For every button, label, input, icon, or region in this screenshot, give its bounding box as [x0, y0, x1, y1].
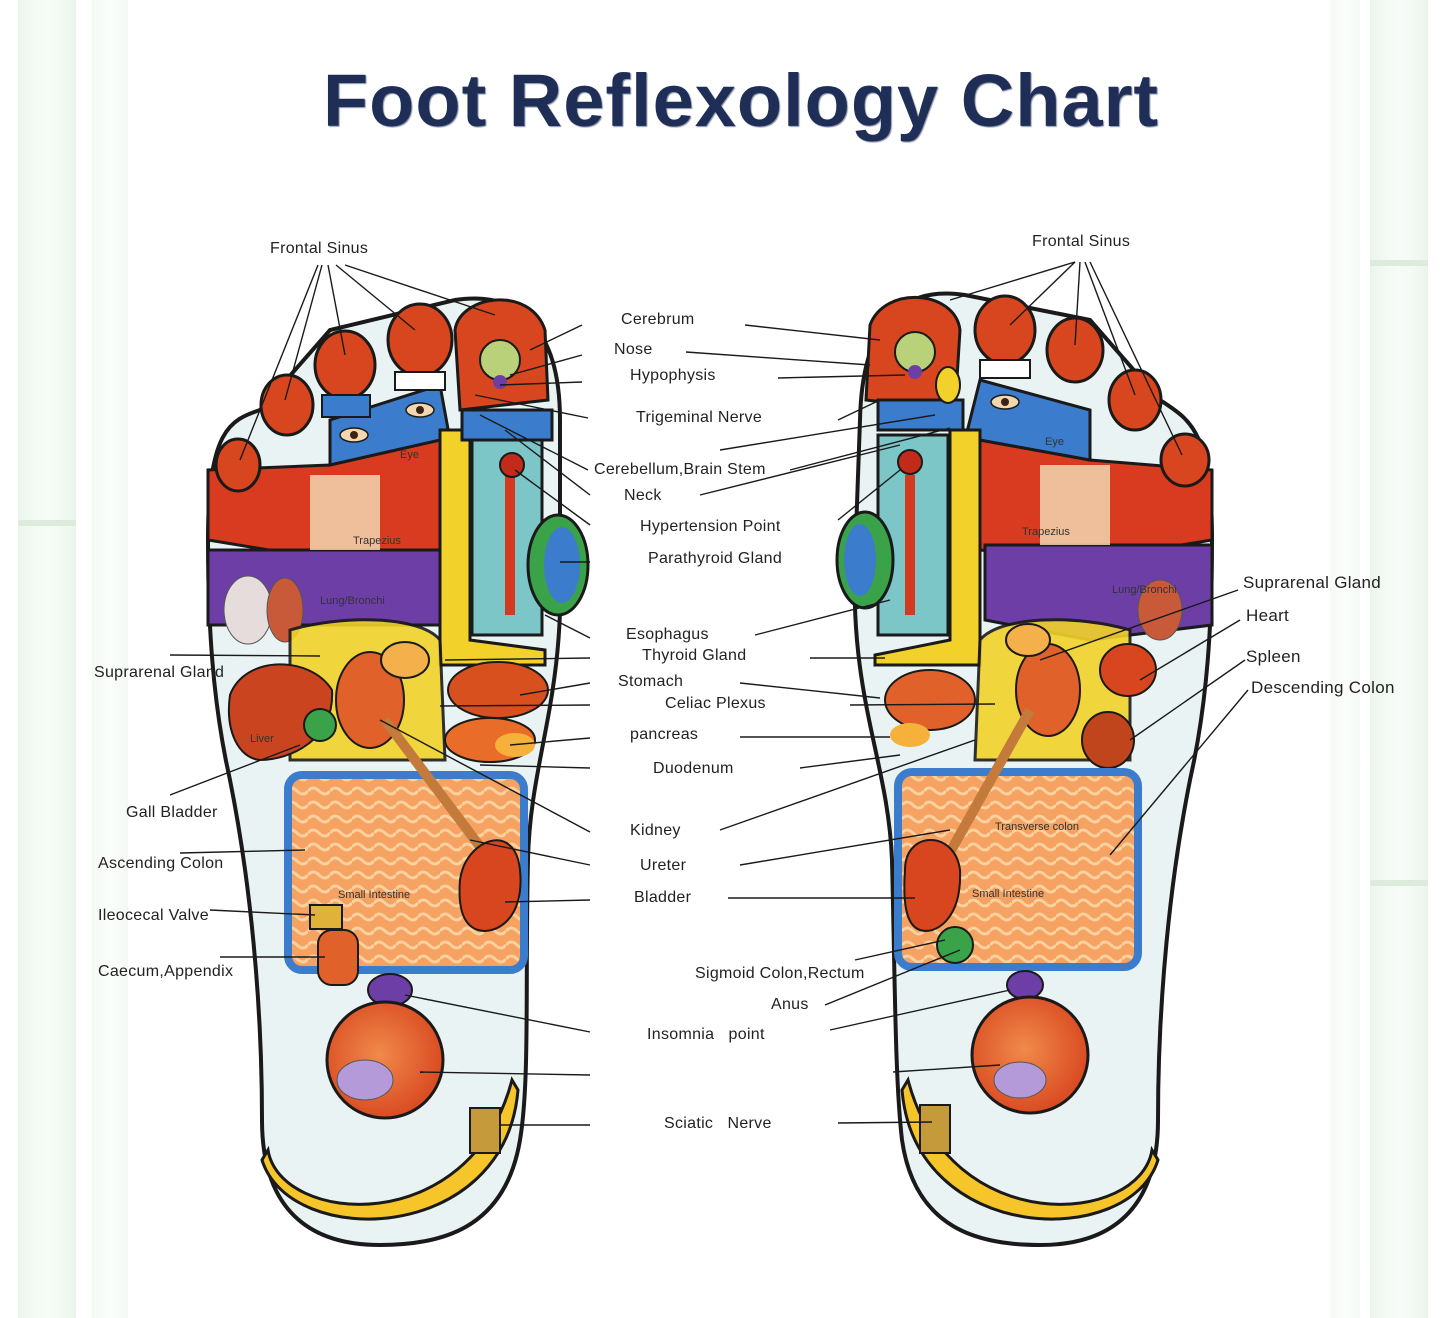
label-sciatic-nerve: Sciatic Nerve: [664, 1115, 772, 1132]
label-caecum-appendix: Caecum,Appendix: [98, 963, 234, 980]
lung-bronchi-right-label: Lung/Bronchi: [1112, 584, 1177, 596]
leader-lines: [169, 261, 1249, 1126]
label-gall-bladder: Gall Bladder: [126, 804, 218, 821]
label-ileocecal-valve: Ileocecal Valve: [98, 907, 209, 924]
trapezius-right-label: Trapezius: [1022, 526, 1070, 538]
left-small-toes: [214, 302, 454, 493]
eye-right-label: Eye: [1045, 436, 1064, 448]
label-hypertension-point: Hypertension Point: [640, 518, 781, 535]
label-pancreas: pancreas: [630, 726, 699, 743]
label-heart: Heart: [1246, 606, 1290, 625]
label-frontal-sinus-right: Frontal Sinus: [1032, 233, 1131, 250]
label-anus: Anus: [771, 996, 809, 1013]
small-intestine-left-label: Small Intestine: [338, 889, 410, 901]
label-stomach: Stomach: [618, 673, 684, 690]
label-suprarenal-gland-right: Suprarenal Gland: [1243, 573, 1382, 592]
label-insomnia-point: Insomnia point: [647, 1026, 765, 1043]
bamboo-background: [18, 0, 1428, 1318]
label-frontal-sinus-left: Frontal Sinus: [270, 240, 369, 257]
label-duodenum: Duodenum: [653, 760, 734, 777]
label-esophagus: Esophagus: [626, 626, 709, 643]
trapezius-left-label: Trapezius: [353, 535, 401, 547]
label-kidney: Kidney: [630, 822, 681, 839]
lung-bronchi-left-label: Lung/Bronchi: [320, 595, 385, 607]
label-cerebrum: Cerebrum: [621, 311, 695, 328]
label-trigeminal-nerve: Trigeminal Nerve: [636, 409, 763, 426]
label-hypophysis: Hypophysis: [630, 367, 716, 384]
label-suprarenal-gland-left: Suprarenal Gland: [94, 664, 225, 681]
label-parathyroid-gland: Parathyroid Gland: [648, 550, 783, 567]
small-intestine-right-label: Small Intestine: [972, 888, 1044, 900]
label-ureter: Ureter: [640, 857, 687, 874]
label-thyroid-gland: Thyroid Gland: [642, 647, 747, 664]
label-celiac-plexus: Celiac Plexus: [665, 695, 766, 712]
label-cerebellum-brain-stem: Cerebellum,Brain Stem: [594, 461, 766, 478]
label-ascending-colon: Ascending Colon: [98, 855, 224, 872]
label-spleen: Spleen: [1246, 647, 1301, 666]
label-neck: Neck: [624, 487, 662, 504]
right-foot: [835, 291, 1215, 1248]
label-bladder: Bladder: [634, 889, 692, 906]
label-nose: Nose: [614, 341, 653, 358]
eye-left-label: Eye: [400, 449, 419, 461]
label-descending-colon: Descending Colon: [1251, 678, 1395, 697]
label-sigmoid-colon-rectum: Sigmoid Colon,Rectum: [695, 965, 865, 982]
transverse-colon-label: Transverse colon: [995, 821, 1079, 833]
page-title: Foot Reflexology Chart: [322, 59, 1160, 142]
liver-label: Liver: [250, 733, 274, 745]
